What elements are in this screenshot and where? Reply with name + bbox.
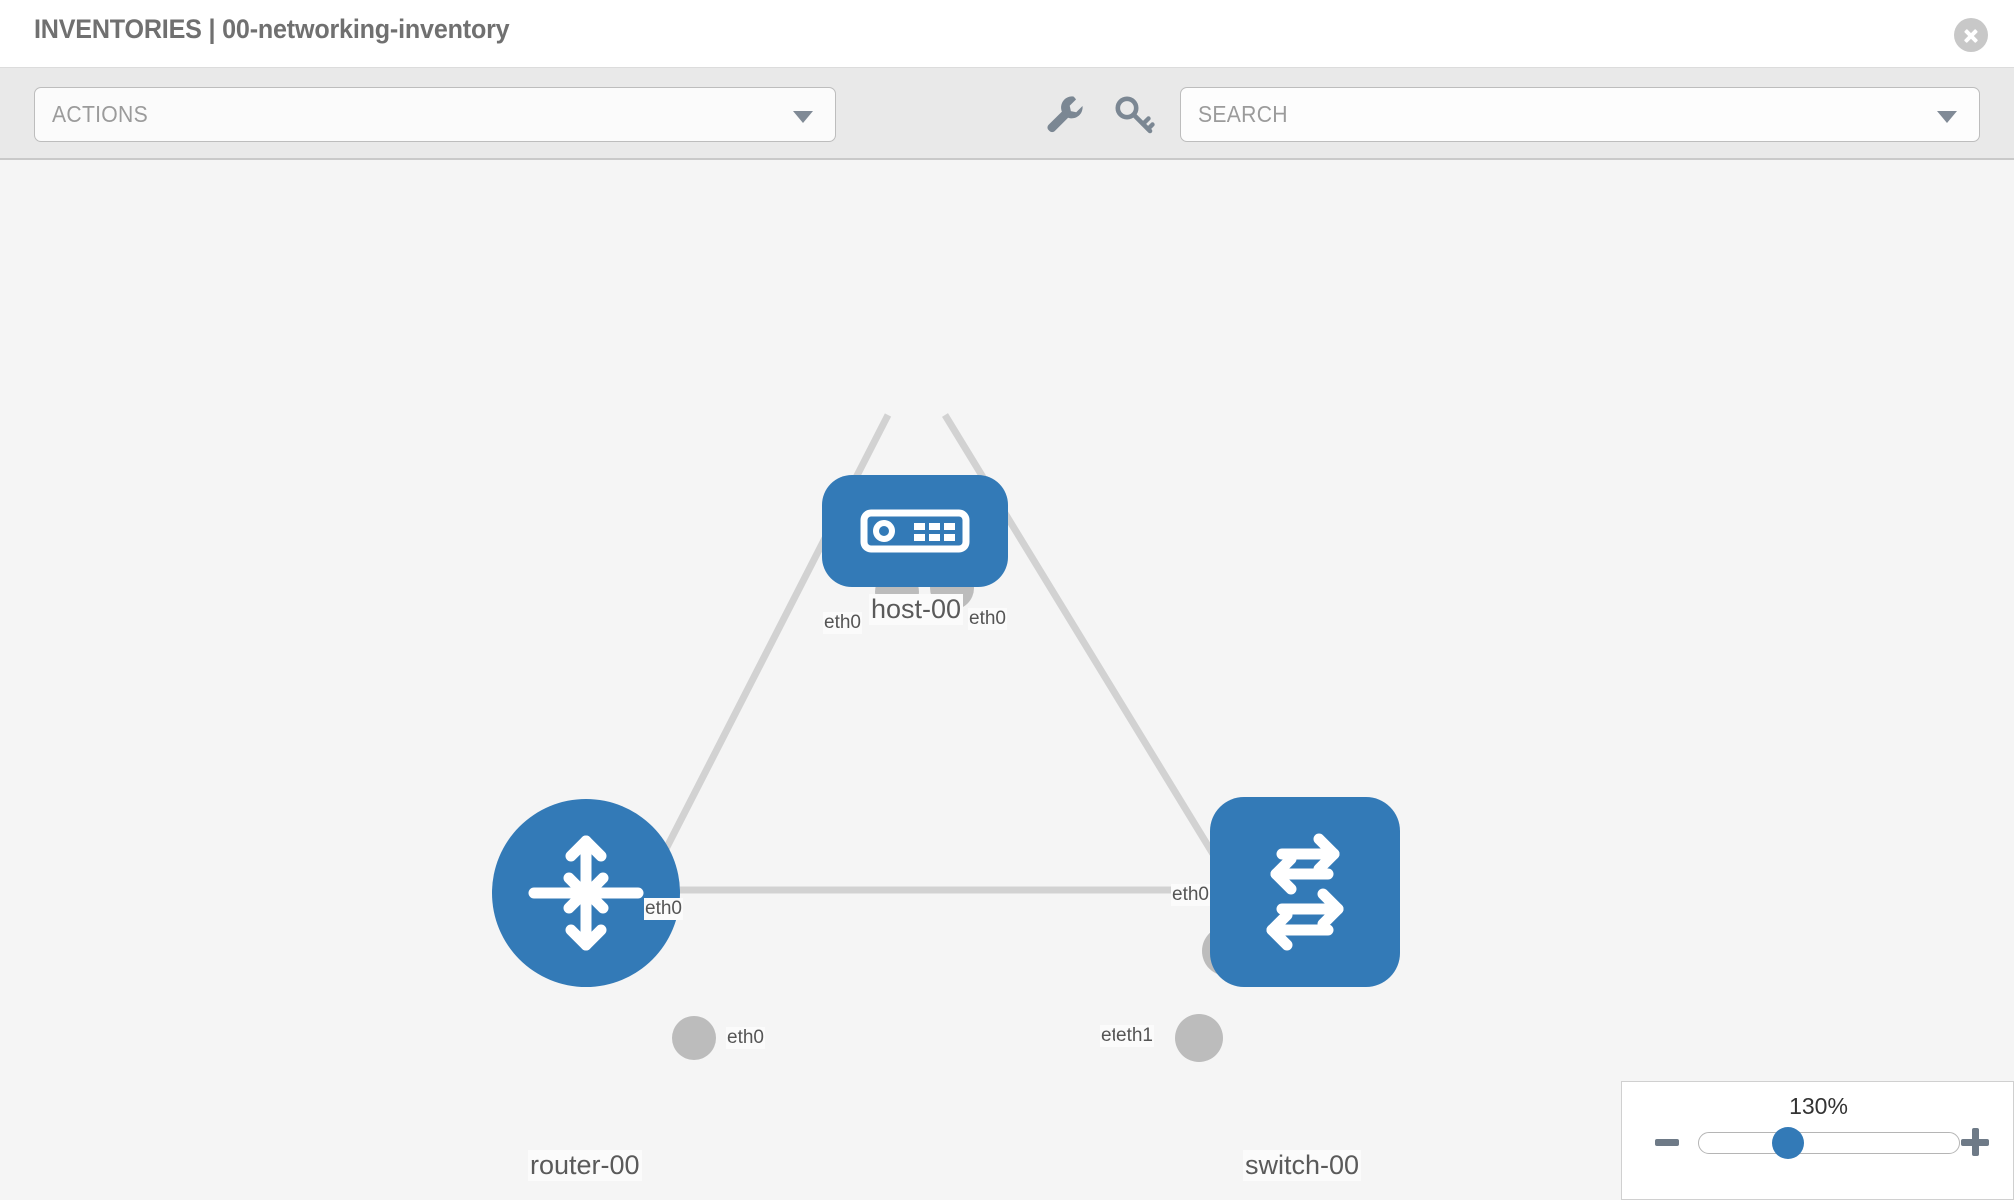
actions-dropdown[interactable]: ACTIONS — [34, 87, 836, 142]
node-switch-00-label: switch-00 — [1243, 1150, 1362, 1181]
search-placeholder: SEARCH — [1198, 101, 1288, 127]
chevron-down-icon — [1937, 111, 1957, 123]
topology-links — [641, 413, 1238, 894]
connector-router-right — [672, 1016, 716, 1060]
node-host-00-shape — [822, 475, 1008, 587]
chevron-down-icon — [793, 111, 813, 123]
toolbar: ACTIONS SEARCH — [0, 68, 2014, 160]
node-switch-00-shape — [1210, 797, 1400, 987]
zoom-out-button[interactable] — [1655, 1139, 1679, 1146]
server-icon — [860, 509, 970, 553]
actions-dropdown-label: ACTIONS — [52, 101, 148, 127]
wrench-icon[interactable] — [1040, 90, 1088, 138]
page-title: INVENTORIES | 00-networking-inventory — [34, 14, 510, 44]
key-icon[interactable] — [1110, 90, 1158, 138]
port-label-router-upper: eth0 — [644, 898, 683, 920]
switch-arrows-icon — [1266, 833, 1344, 951]
close-icon[interactable] — [1954, 18, 1988, 52]
zoom-level-label: 130% — [1789, 1093, 1848, 1119]
port-label-host-right: eth0 — [968, 608, 1007, 630]
node-router-00-label: router-00 — [528, 1150, 642, 1181]
page-header: INVENTORIES | 00-networking-inventory — [0, 0, 2014, 68]
topology-canvas[interactable]: host-00 eth0 eth0 — [0, 160, 2014, 1200]
node-host-00[interactable] — [822, 475, 1008, 587]
port-label-host-left: eth0 — [823, 612, 862, 634]
zoom-in-button[interactable] — [1961, 1128, 1989, 1156]
port-label-switch-left-front: eth1 — [1115, 1025, 1154, 1047]
port-label-switch-upper: eth0 — [1171, 884, 1210, 906]
node-router-00[interactable] — [492, 799, 680, 987]
zoom-slider-track[interactable] — [1698, 1132, 1960, 1154]
zoom-slider-thumb[interactable] — [1772, 1127, 1804, 1159]
node-switch-00[interactable] — [1210, 797, 1400, 987]
node-host-00-label: host-00 — [869, 594, 964, 625]
search-input[interactable]: SEARCH — [1180, 87, 1980, 142]
zoom-control-panel: 130% — [1621, 1081, 2014, 1200]
connector-switch-left — [1175, 1014, 1223, 1062]
router-arrows-icon — [528, 835, 644, 951]
port-label-router-right: eth0 — [726, 1027, 765, 1049]
